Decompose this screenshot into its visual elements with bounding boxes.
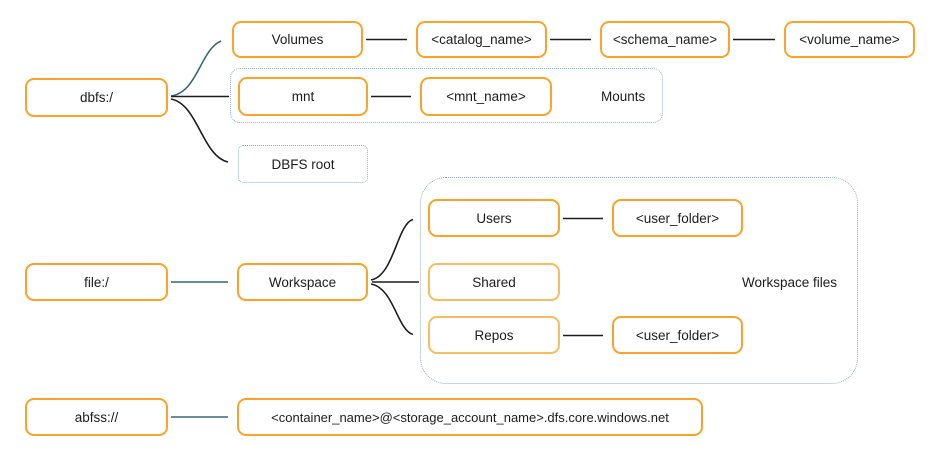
node-workspace: Workspace [237, 263, 368, 301]
node-abfss-path: <container_name>@<storage_account_name>.… [237, 398, 703, 436]
node-dbfs: dbfs:/ [25, 78, 168, 117]
node-abfss: abfss:// [25, 398, 168, 436]
node-repos-user-folder: <user_folder> [612, 316, 743, 354]
node-dbfs-root: DBFS root [238, 145, 368, 183]
node-users: Users [428, 199, 560, 237]
edge-dbfs-to-dbfs-root [170, 98, 229, 163]
mounts-group [230, 68, 663, 123]
node-repos: Repos [428, 316, 560, 354]
node-file: file:/ [25, 263, 168, 301]
node-volume-name: <volume_name> [784, 21, 915, 58]
mounts-group-label: Mounts [601, 89, 646, 104]
edge-workspace-to-users [370, 218, 414, 281]
workspace-files-group-label: Workspace files [742, 275, 838, 290]
node-schema-name: <schema_name> [600, 21, 730, 58]
node-mnt: mnt [238, 77, 368, 116]
node-catalog-name: <catalog_name> [416, 21, 547, 58]
node-shared: Shared [428, 263, 560, 301]
edge-dbfs-to-volumes [170, 40, 222, 97]
workspace-files-group [420, 177, 858, 384]
node-mnt-name: <mnt_name> [420, 77, 552, 116]
edge-workspace-to-repos [370, 283, 414, 336]
node-volumes: Volumes [232, 21, 363, 58]
node-users-user-folder: <user_folder> [612, 199, 743, 237]
